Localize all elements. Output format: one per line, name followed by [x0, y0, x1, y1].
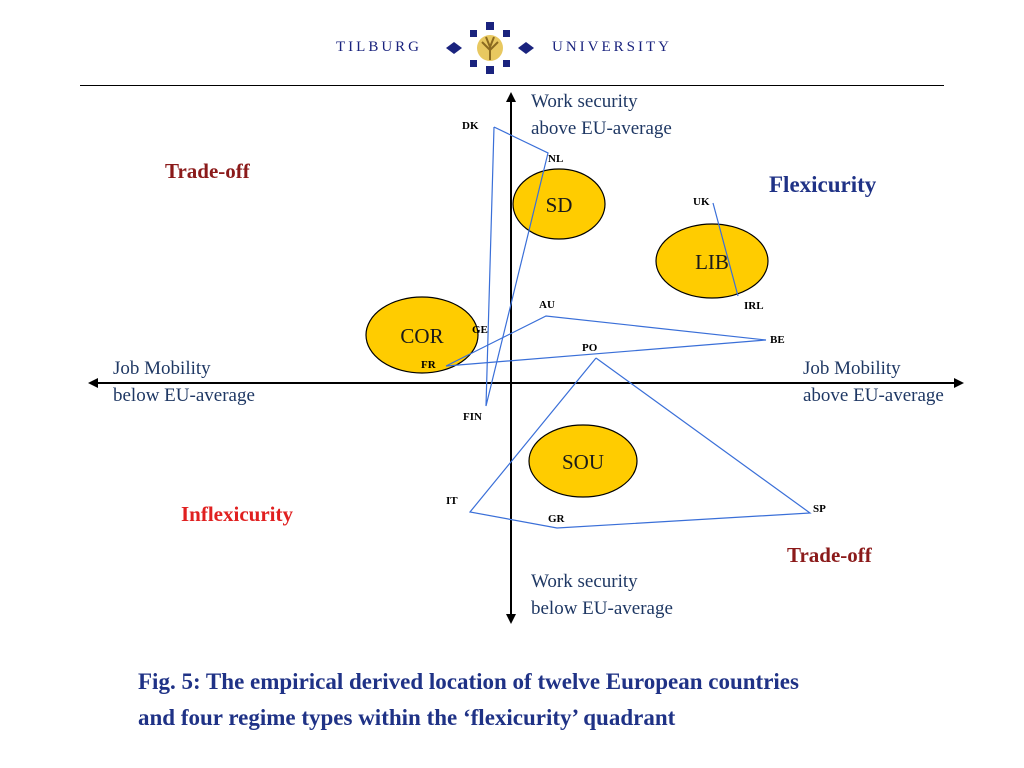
bottom-axis-label-line1: Work security [531, 571, 638, 592]
flexicurity-quadrant-diagram: SD LIB COR SOU DK NL UK IRL AU GE BE FR … [88, 92, 964, 624]
quadrant-bottom-left-title: Inflexicurity [181, 502, 293, 526]
country-label-it: IT [446, 495, 458, 507]
country-label-dk: DK [462, 120, 479, 132]
country-label-uk: UK [693, 196, 710, 208]
right-axis-label-line1: Job Mobility [803, 358, 901, 379]
figure-caption-line1: Fig. 5: The empirical derived location o… [138, 669, 799, 694]
figure-caption: Fig. 5: The empirical derived location o… [138, 664, 799, 736]
quadrant-top-right-title: Flexicurity [769, 172, 877, 197]
top-axis-label: Work security above EU-average [531, 88, 672, 142]
header-divider [80, 85, 944, 86]
regime-sou-ellipse [528, 424, 638, 498]
cor-regime-outline [445, 315, 767, 367]
country-label-nl: NL [548, 153, 563, 165]
country-label-ge: GE [472, 324, 488, 336]
country-label-be: BE [770, 334, 785, 346]
sou-regime-outline [468, 357, 812, 529]
figure-caption-line2: and four regime types within the ‘flexic… [138, 705, 676, 730]
regime-lib-label: LIB [695, 250, 729, 274]
country-label-sp: SP [813, 503, 826, 515]
left-axis-label-line2: below EU-average [113, 385, 255, 406]
regime-sou-label: SOU [562, 450, 604, 474]
left-axis-label: Job Mobility below EU-average [113, 355, 255, 409]
regime-cor-ellipse [365, 296, 479, 374]
regime-sd-ellipse [512, 168, 606, 240]
quadrant-top-left-title: Trade-off [165, 159, 250, 183]
logo-right-word: UNIVERSITY [552, 39, 672, 55]
regime-cor-label: COR [400, 324, 443, 348]
bottom-axis-label: Work security below EU-average [531, 568, 673, 622]
country-label-fr: FR [421, 359, 437, 371]
bottom-axis-label-line2: below EU-average [531, 598, 673, 619]
left-axis-label-line1: Job Mobility [113, 358, 211, 379]
top-axis-label-line2: above EU-average [531, 118, 672, 139]
quadrant-bottom-right-title: Trade-off [787, 543, 872, 567]
university-logo-icon [446, 22, 534, 74]
lib-regime-outline [712, 202, 739, 297]
logo-left-word: TILBURG [336, 39, 422, 55]
top-axis-label-line1: Work security [531, 91, 638, 112]
country-label-au: AU [539, 299, 555, 311]
country-label-gr: GR [548, 513, 566, 525]
right-axis-label-line2: above EU-average [803, 385, 944, 406]
country-label-fin: FIN [463, 411, 482, 423]
country-label-irl: IRL [744, 300, 764, 312]
regime-lib-ellipse [655, 223, 769, 299]
right-axis-label: Job Mobility above EU-average [803, 355, 944, 409]
sd-regime-outline [485, 126, 549, 407]
regime-sd-label: SD [546, 193, 573, 217]
country-label-po: PO [582, 342, 598, 354]
